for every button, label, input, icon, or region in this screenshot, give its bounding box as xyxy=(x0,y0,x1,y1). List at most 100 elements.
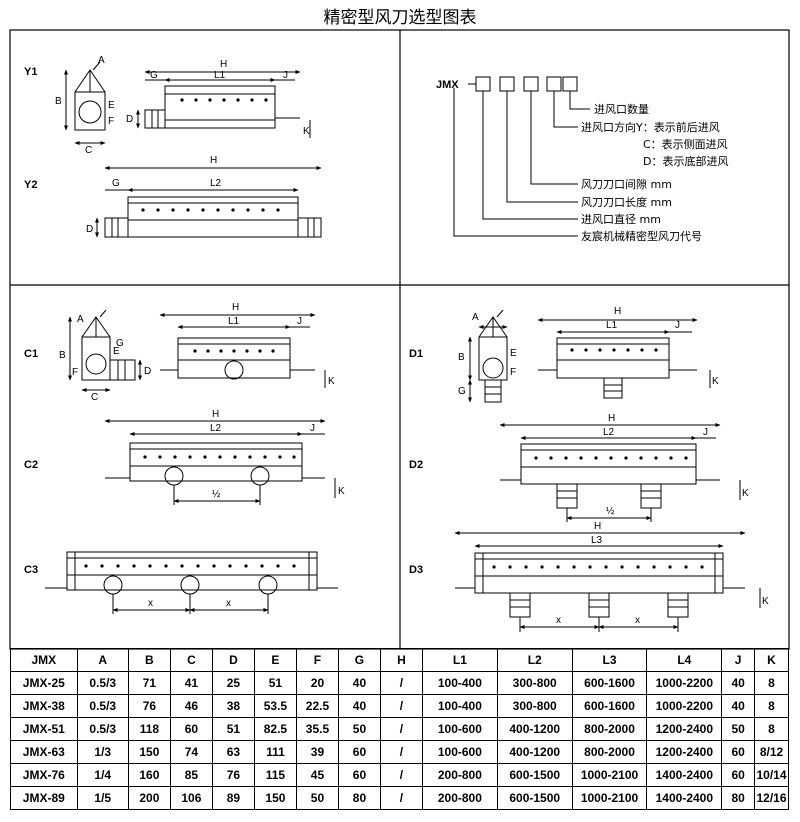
table-cell: 60 xyxy=(721,763,756,787)
dim-h-d3: H xyxy=(594,521,601,532)
variant-y2-drawing xyxy=(95,166,322,238)
table-cell: 71 xyxy=(127,671,171,695)
dim-g-c1: G xyxy=(116,338,124,349)
dim-j-y1: J xyxy=(283,70,288,81)
variant-d2-drawing xyxy=(499,423,741,522)
variant-c3-dots xyxy=(84,564,296,568)
header-cell: B xyxy=(127,648,171,672)
table-cell: 89 xyxy=(211,786,255,810)
variant-d2-dots xyxy=(534,456,688,460)
dim-half-d2: ½ xyxy=(606,506,615,517)
table-cell: / xyxy=(379,717,423,741)
table-cell: JMX-89 xyxy=(10,786,78,810)
dim-a-d1: A xyxy=(472,312,479,323)
dim-b-y1: B xyxy=(55,96,62,107)
table-cell: 1/5 xyxy=(76,786,129,810)
table-cell: 300-800 xyxy=(496,671,573,695)
table-cell: 46 xyxy=(169,694,213,718)
table-cell: 40 xyxy=(721,694,756,718)
variant-d3-dots xyxy=(492,565,704,569)
table-cell: 20 xyxy=(295,671,339,695)
variant-d1-label: D1 xyxy=(409,348,423,360)
table-cell: 76 xyxy=(211,763,255,787)
table-cell: 100-600 xyxy=(421,740,498,764)
variant-y2-dots xyxy=(141,208,280,212)
variant-y1-dots xyxy=(180,98,268,102)
dim-l3-d3: L3 xyxy=(591,535,603,546)
variant-c2-label: C2 xyxy=(24,459,38,471)
code-line-inlet-count: 进风口数量 xyxy=(594,103,649,116)
header-cell: J xyxy=(721,648,756,672)
table-cell: 60 xyxy=(169,717,213,741)
table-cell: 38 xyxy=(211,694,255,718)
dim-f-d1: F xyxy=(510,367,516,378)
dim-h-y1: H xyxy=(220,59,227,70)
table-cell: 600-1500 xyxy=(496,786,573,810)
table-cell: 100-400 xyxy=(421,694,498,718)
panel-borders xyxy=(9,29,790,650)
variant-d3-label: D3 xyxy=(409,564,423,576)
dim-x-c3-left: x xyxy=(148,598,153,609)
dim-l1-c1: L1 xyxy=(228,316,240,327)
code-line-side-inlet: C：表示侧面进风 xyxy=(643,137,728,151)
table-cell: 0.5/3 xyxy=(76,671,129,695)
dim-k-d1: K xyxy=(712,376,719,387)
header-cell: JMX xyxy=(10,648,78,672)
table-cell: JMX-25 xyxy=(10,671,78,695)
table-cell: 800-2000 xyxy=(571,740,648,764)
header-cell: C xyxy=(169,648,213,672)
dim-l2-d2: L2 xyxy=(603,427,615,438)
table-cell: 35.5 xyxy=(295,717,339,741)
code-line-product-code: 友宸机械精密型风刀代号 xyxy=(581,229,702,243)
table-cell: 50 xyxy=(295,786,339,810)
code-line-inlet-direction: 进风口方向Y：表示前后进风 xyxy=(581,120,720,134)
table-cell: 8/12 xyxy=(754,740,789,764)
dim-a-y1: A xyxy=(98,55,105,66)
dim-a-c1: A xyxy=(77,314,84,325)
table-cell: / xyxy=(379,763,423,787)
dim-h-c2: H xyxy=(212,409,219,420)
table-cell: 76 xyxy=(127,694,171,718)
table-cell: 1/4 xyxy=(76,763,129,787)
dim-e-c1: E xyxy=(113,346,120,357)
table-cell: 8 xyxy=(754,671,789,695)
dim-j-d1: J xyxy=(675,320,680,331)
table-cell: 200-800 xyxy=(421,786,498,810)
table-cell: 200-800 xyxy=(421,763,498,787)
dim-k-c2: K xyxy=(338,486,345,497)
dim-h-y2: H xyxy=(210,155,217,166)
header-cell: L3 xyxy=(571,648,648,672)
table-cell: 111 xyxy=(253,740,297,764)
table-cell: 300-800 xyxy=(496,694,573,718)
model-code-diagram xyxy=(453,76,590,237)
table-cell: 82.5 xyxy=(253,717,297,741)
header-cell: L2 xyxy=(496,648,573,672)
header-cell: H xyxy=(379,648,423,672)
table-cell: 51 xyxy=(211,717,255,741)
table-cell: 12/16 xyxy=(754,786,789,810)
dim-k-y1: K xyxy=(303,126,310,137)
code-line-inlet-diameter: 进风口直径 mm xyxy=(581,212,661,226)
table-cell: 150 xyxy=(127,740,171,764)
variant-y1-label: Y1 xyxy=(24,66,37,78)
table-cell: JMX-38 xyxy=(10,694,78,718)
table-cell: 10/14 xyxy=(754,763,789,787)
table-cell: 40 xyxy=(337,694,381,718)
table-cell: 60 xyxy=(721,740,756,764)
variant-d1-dots xyxy=(570,348,658,352)
table-cell: 40 xyxy=(337,671,381,695)
dim-x-d3-left: x xyxy=(556,615,561,626)
table-cell: 8 xyxy=(754,694,789,718)
dim-e-y1: E xyxy=(108,100,115,111)
table-cell: 600-1600 xyxy=(571,671,648,695)
dim-h-c1: H xyxy=(232,302,239,313)
dim-l2-y2: L2 xyxy=(210,178,222,189)
variant-y2-label: Y2 xyxy=(24,179,37,191)
table-cell: 25 xyxy=(211,671,255,695)
page-title: 精密型风刀选型图表 xyxy=(323,8,477,28)
